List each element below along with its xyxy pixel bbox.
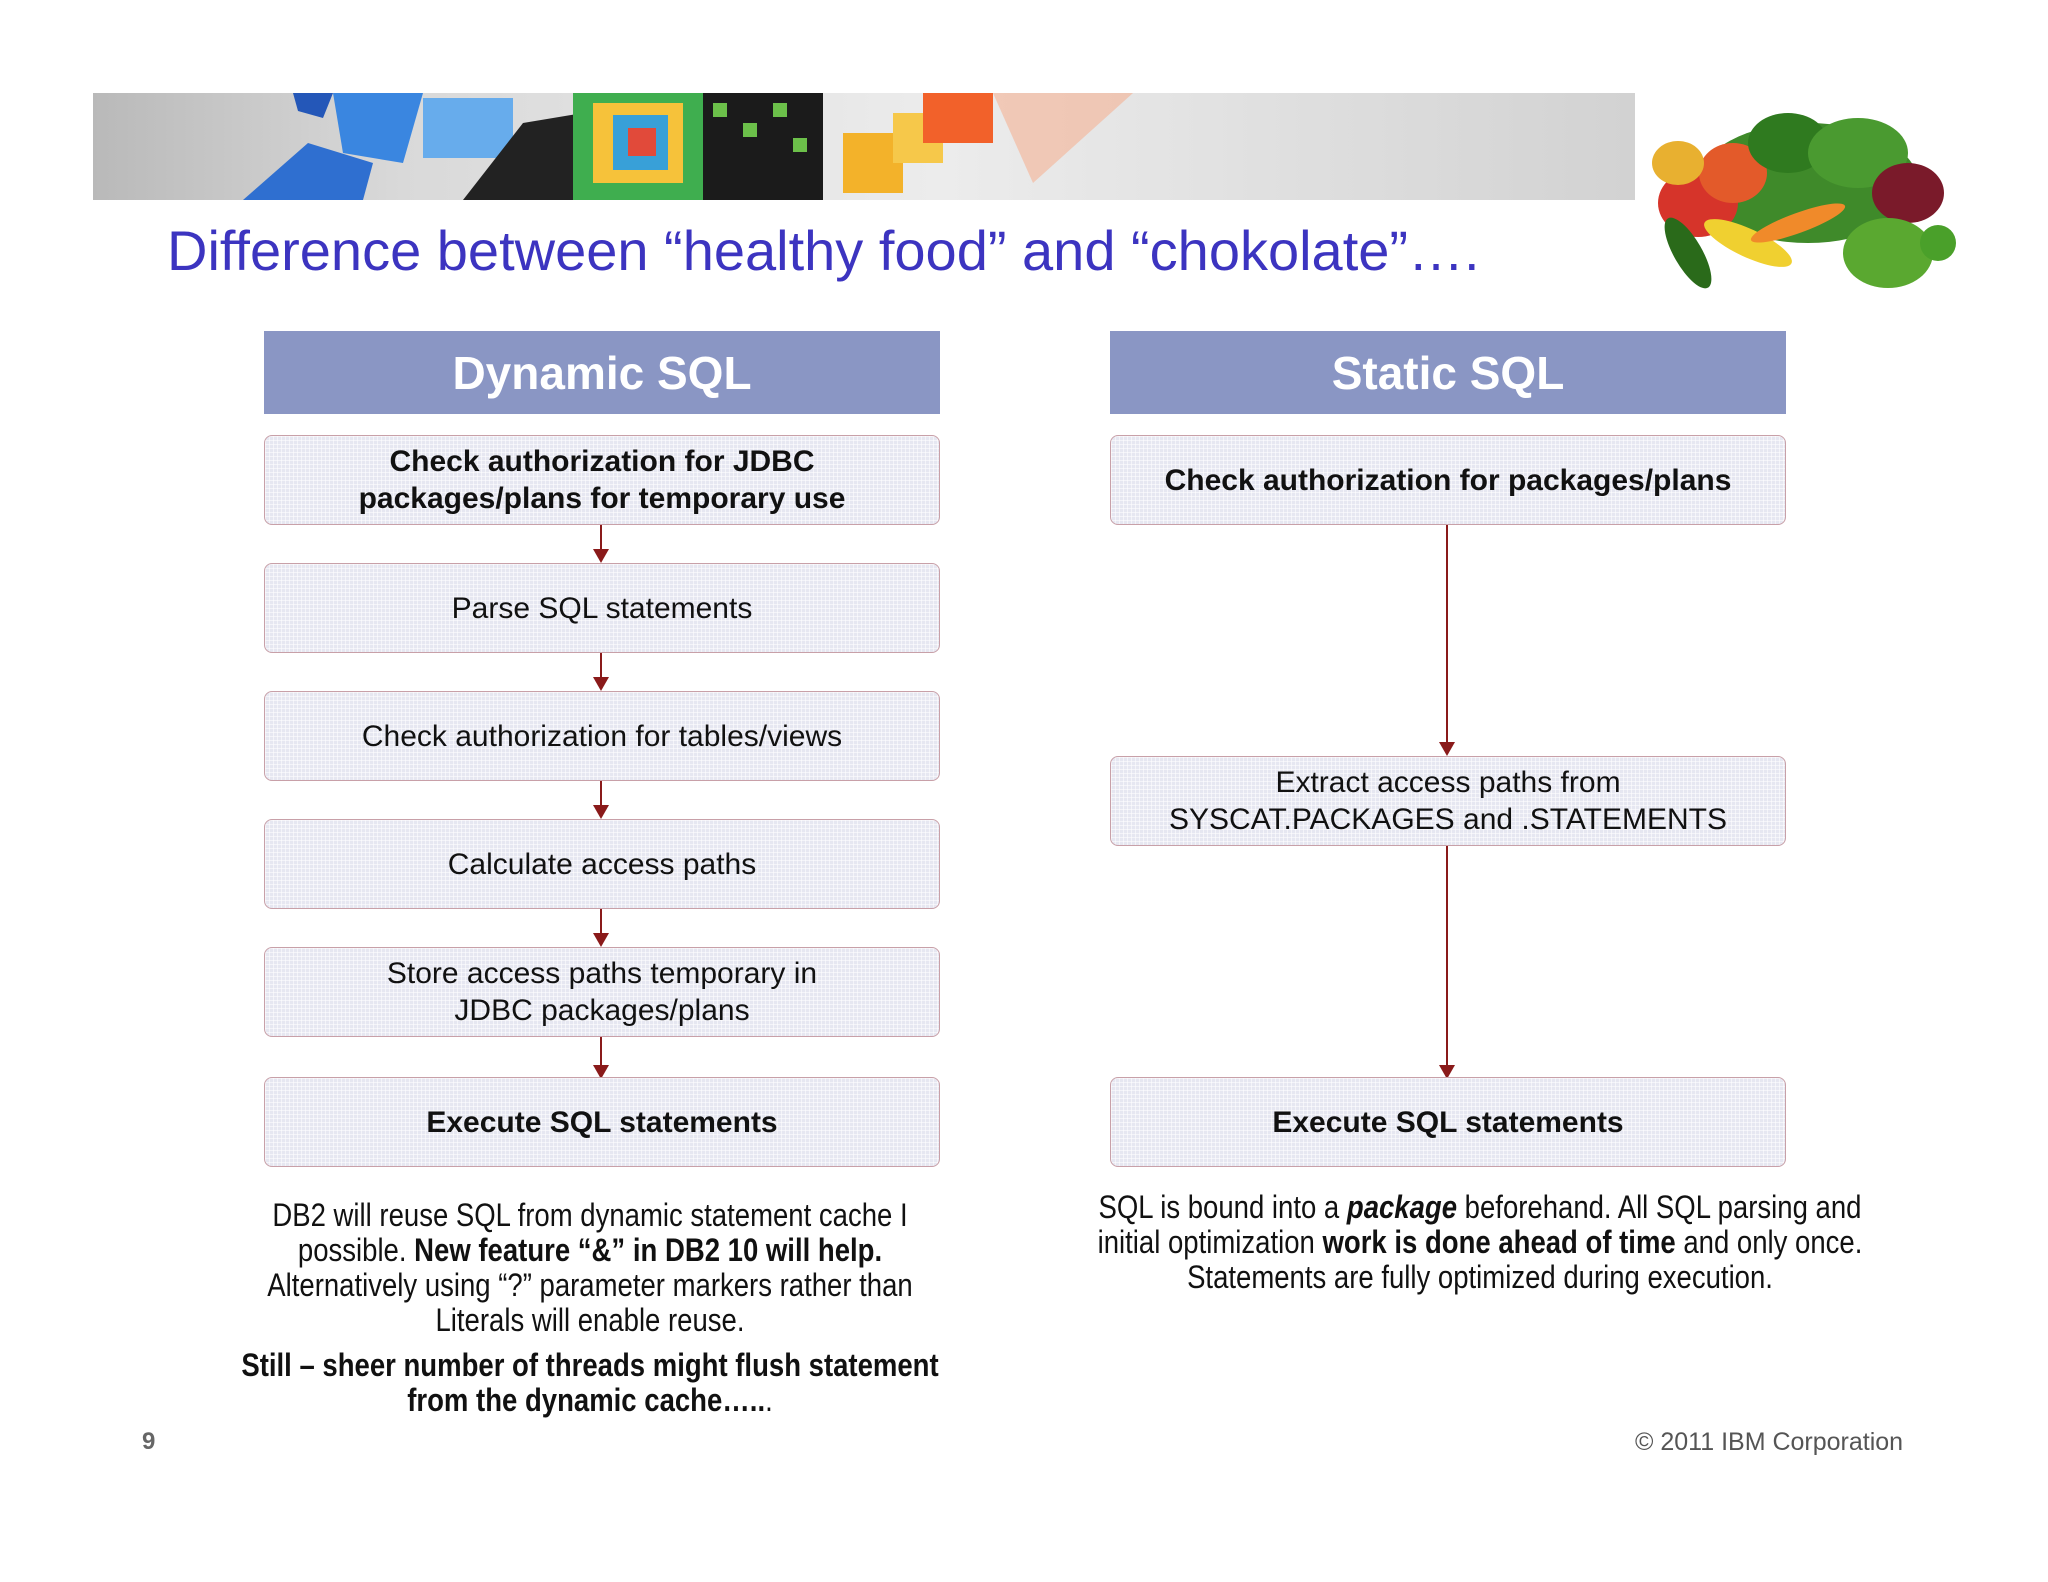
static-step-extract: Extract access paths from SYSCAT.PACKAGE…: [1110, 756, 1786, 846]
note-text: DB2 will reuse SQL from dynamic statemen…: [272, 1197, 908, 1268]
dynamic-step-check-auth-jdbc: Check authorization for JDBC packages/pl…: [264, 435, 940, 525]
arrow-down: [593, 1037, 609, 1079]
dynamic-note: DB2 will reuse SQL from dynamic statemen…: [220, 1198, 960, 1418]
copyright: © 2011 IBM Corporation: [1635, 1428, 1904, 1456]
step-label: Check authorization for tables/views: [361, 719, 843, 753]
arrow-down: [593, 909, 609, 947]
step-label: Calculate access paths: [447, 847, 757, 881]
note-highlight: work is done ahead of time: [1322, 1224, 1676, 1260]
arrow-down: [1439, 846, 1455, 1079]
step-label: Execute SQL statements: [426, 1105, 778, 1139]
static-sql-header: Static SQL: [1110, 331, 1786, 414]
step-label: Store access paths temporary in JDBC pac…: [386, 957, 818, 1027]
note-tail: .: [765, 1382, 773, 1418]
step-label: Extract access paths from SYSCAT.PACKAGE…: [1169, 766, 1727, 836]
step-label: Check authorization for packages/plans: [1164, 463, 1732, 497]
note-text: beforehand. All SQL parsing and initial …: [1097, 1189, 1862, 1260]
arrow-down: [593, 525, 609, 563]
step-label: Parse SQL statements: [451, 591, 753, 625]
slide-title: Difference between “healthy food” and “c…: [167, 219, 1480, 282]
arrow-down: [1439, 525, 1455, 756]
dynamic-sql-header: Dynamic SQL: [264, 331, 940, 414]
static-note: SQL is bound into a package beforehand. …: [1076, 1190, 1884, 1295]
arrow-down: [593, 781, 609, 819]
note-text: Alternatively using “?” parameter marker…: [267, 1267, 913, 1338]
abstract-cubes-graphic: [243, 93, 1133, 200]
static-step-execute: Execute SQL statements: [1110, 1077, 1786, 1167]
arrow-down: [593, 653, 609, 691]
note-text: SQL is bound into a: [1098, 1189, 1340, 1225]
vegetables-image: [1638, 93, 1958, 308]
dynamic-step-store: Store access paths temporary in JDBC pac…: [264, 947, 940, 1037]
static-step-check-auth: Check authorization for packages/plans: [1110, 435, 1786, 525]
dynamic-step-execute: Execute SQL statements: [264, 1077, 940, 1167]
step-label: Check authorization for JDBC packages/pl…: [358, 445, 846, 515]
page-number: 9: [142, 1428, 156, 1455]
note-emphasis: package: [1346, 1189, 1458, 1225]
note-highlight: New feature “&” in DB2 10 will help.: [414, 1232, 883, 1268]
step-label: Execute SQL statements: [1272, 1105, 1624, 1139]
dynamic-step-calculate: Calculate access paths: [264, 819, 940, 909]
note-warning: Still – sheer number of threads might fl…: [241, 1347, 939, 1418]
note-text: and only once. Statements are fully opti…: [1187, 1224, 1863, 1295]
header-banner: [93, 93, 1635, 200]
dynamic-step-parse: Parse SQL statements: [264, 563, 940, 653]
dynamic-step-check-auth-tables: Check authorization for tables/views: [264, 691, 940, 781]
